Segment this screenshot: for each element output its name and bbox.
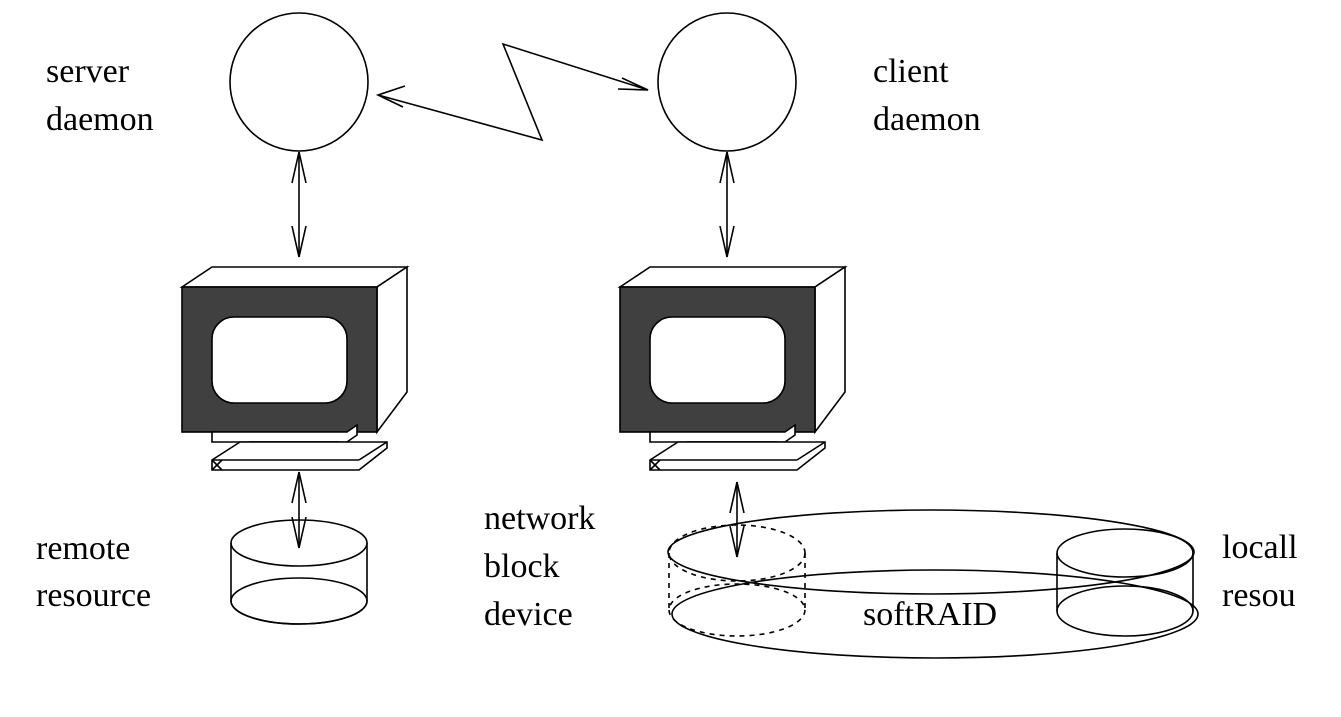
network-link <box>375 42 649 142</box>
server-daemon-label-line2: daemon <box>46 101 154 138</box>
local-resource-disk-icon <box>1056 528 1194 637</box>
server-daemon-arrow <box>291 151 307 258</box>
client-daemon-label-line2: daemon <box>873 101 981 138</box>
network-block-device-label: network <box>484 500 595 537</box>
network-block-device-label-line2: block <box>484 548 560 585</box>
local-resource-label: locall <box>1222 529 1298 566</box>
softraid-array <box>667 509 1199 659</box>
softraid-label: softRAID <box>863 596 997 633</box>
remote-resource-label-line2: resource <box>36 577 151 614</box>
remote-resource-disk-icon <box>230 519 368 625</box>
client-daemon-label: client <box>873 53 949 90</box>
local-resource-label-line2: resou <box>1222 577 1296 614</box>
client-daemon-arrow <box>719 151 735 258</box>
server-daemon-node <box>229 12 369 152</box>
network-block-device-disk-icon <box>668 524 806 637</box>
server-computer-icon <box>181 266 408 471</box>
client-daemon-node <box>657 12 797 152</box>
server-daemon-label: server <box>46 53 130 90</box>
client-computer-icon <box>619 266 846 471</box>
remote-resource-label: remote <box>36 530 130 567</box>
server-resource-arrow <box>291 471 307 549</box>
client-nbd-arrow <box>729 481 745 558</box>
network-block-device-label-line3: device <box>484 596 573 633</box>
